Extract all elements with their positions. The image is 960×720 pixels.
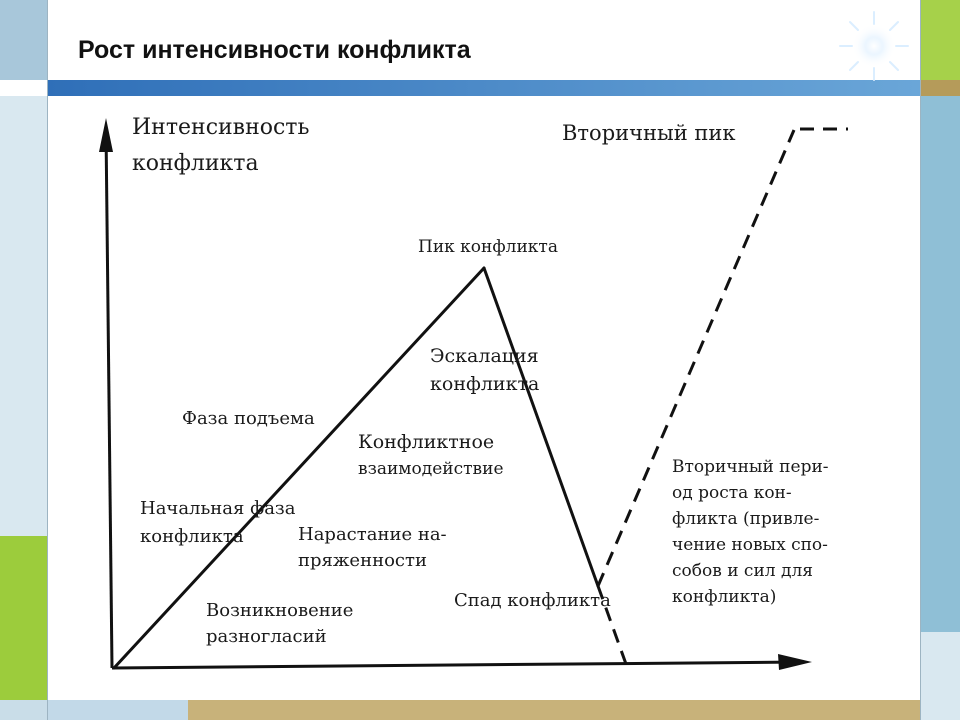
top-divider-blue [48, 80, 920, 96]
escalation-label-line2: конфликта [430, 373, 539, 395]
decline-line [482, 266, 600, 588]
secondary-period-line: собов и сил для [672, 561, 813, 581]
right-panel-border [920, 0, 921, 720]
right-band-light [920, 632, 960, 720]
bottom-bar-blue [48, 700, 188, 720]
decline-dashed-line [596, 585, 628, 665]
secondary-peak-label: Вторичный пик [562, 121, 736, 145]
right-band-blue [920, 96, 960, 632]
y-axis-label-line1: Интенсивность [132, 115, 309, 140]
decline-label: Спад конфликта [454, 590, 611, 611]
tension-label-line2: пряженности [298, 550, 427, 571]
interaction-label-line2: взаимодействие [358, 459, 504, 479]
secondary-period-line: чение новых спо- [672, 535, 828, 555]
disagreement-label-line1: Возникновение [206, 600, 353, 621]
sparkle-icon [839, 11, 909, 81]
left-panel-border [47, 0, 48, 720]
top-right-green [920, 0, 960, 80]
x-axis-arrow-icon [778, 654, 812, 670]
escalation-label-line1: Эскалация [430, 345, 539, 367]
tension-label-line1: Нарастание на- [298, 524, 447, 545]
left-band-top [0, 0, 48, 80]
secondary-period-line: од роста кон- [672, 483, 792, 503]
slide-title: Рост интенсивности конфликта [78, 36, 471, 64]
x-axis [111, 660, 803, 670]
secondary-period-line: Вторичный пери- [672, 457, 829, 477]
y-axis-arrow-icon [99, 118, 113, 152]
interaction-label-line1: Конфликтное [358, 431, 494, 453]
y-axis [104, 129, 114, 669]
peak-label: Пик конфликта [418, 237, 558, 257]
secondary-period-line: фликта (привле- [672, 509, 819, 529]
rise-phase-label: Фаза подъема [182, 408, 315, 429]
top-divider-gold [920, 80, 960, 96]
initial-phase-label-line2: конфликта [140, 526, 244, 547]
left-band-middle [0, 96, 48, 536]
bottom-bar-gold [188, 700, 920, 720]
secondary-period-label: Вторичный пери- од роста кон- фликта (пр… [672, 457, 829, 607]
disagreement-label-line2: разногласий [206, 626, 327, 647]
left-band-bottom [0, 700, 48, 720]
rise-line [112, 266, 486, 670]
left-band-green [0, 536, 48, 700]
secondary-rise-dashed-line [596, 129, 796, 587]
secondary-period-line: конфликта) [672, 587, 776, 607]
initial-phase-label-line1: Начальная фаза [140, 498, 296, 519]
axes [104, 129, 803, 670]
y-axis-label-line2: конфликта [132, 151, 259, 176]
